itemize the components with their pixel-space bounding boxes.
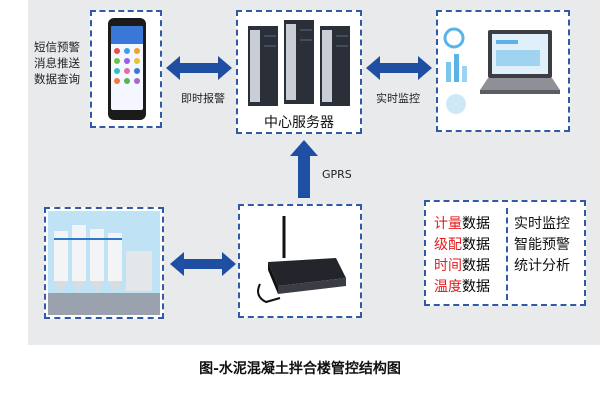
smartphone-icon (108, 18, 146, 120)
report-label: 即时报警 (181, 92, 225, 105)
figure-caption: 图-水泥混凝土拌合楼管控结构图 (199, 361, 401, 377)
server-title: 中心服务器 (264, 115, 334, 131)
double-arrow-phone-server (166, 56, 232, 80)
info-row-3: 时间数据 (434, 258, 490, 274)
double-arrow-server-laptop (366, 56, 432, 80)
cement-silo-icon (48, 211, 160, 315)
phone-line-2: 消息推送 (34, 56, 80, 70)
info-right-1: 实时监控 (514, 216, 570, 232)
info-divider (506, 208, 508, 300)
info-left-column: 计量数据 级配数据 时间数据 温度数据 (434, 214, 490, 298)
modem-box (238, 204, 362, 318)
double-arrow-silo-modem (170, 252, 236, 276)
gprs-label: GPRS (322, 168, 352, 181)
info-right-2: 智能预警 (514, 237, 570, 253)
info-row-2: 级配数据 (434, 237, 490, 253)
laptop-icon (480, 30, 560, 94)
info-right-column: 实时监控 智能预警 统计分析 (514, 214, 570, 277)
up-arrow-gprs (290, 140, 318, 198)
phone-line-3: 数据查询 (34, 72, 80, 86)
monitor-label: 实时监控 (376, 92, 420, 105)
info-row-4: 温度数据 (434, 279, 490, 295)
phone-line-1: 短信预警 (34, 40, 80, 54)
chart-decoration (443, 27, 467, 114)
laptop-box (436, 10, 570, 132)
info-right-3: 统计分析 (514, 258, 570, 274)
gprs-modem-icon (257, 216, 346, 304)
info-row-1: 计量数据 (434, 216, 490, 232)
phone-box (90, 10, 162, 128)
info-box: 计量数据 级配数据 时间数据 温度数据 实时监控 智能预警 统计分析 (424, 200, 586, 306)
silo-box (44, 207, 164, 319)
server-rack-icon (248, 20, 350, 106)
server-box: 中心服务器 (236, 10, 362, 134)
